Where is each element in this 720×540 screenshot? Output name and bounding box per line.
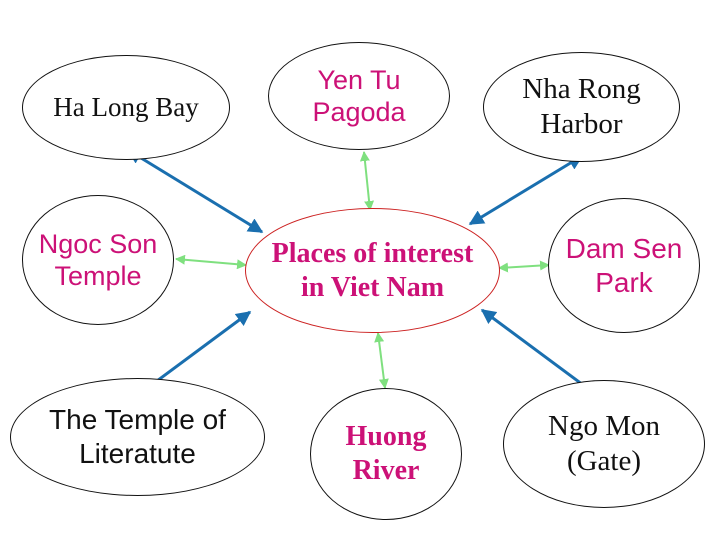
node-dam-sen-park: Dam Sen Park — [548, 198, 700, 333]
link-center-ngocson — [175, 254, 247, 270]
link-center-yentu — [359, 151, 375, 211]
node-ha-long-bay: Ha Long Bay — [22, 55, 230, 160]
node-temple-of-literature: The Temple of Literatute — [10, 378, 265, 496]
link-center-huong — [374, 332, 389, 389]
node-center-places-of-interest: Places of interest in Viet Nam — [245, 208, 500, 333]
link-center-damsen — [498, 260, 550, 273]
node-nha-rong-harbor: Nha Rong Harbor — [483, 52, 680, 162]
node-ngo-mon-gate: Ngo Mon (Gate) — [503, 380, 705, 508]
node-huong-river: Huong River — [310, 388, 462, 520]
node-yen-tu-pagoda: Yen Tu Pagoda — [268, 42, 450, 150]
node-ngoc-son-temple: Ngoc Son Temple — [22, 195, 174, 325]
link-center-halong — [126, 148, 264, 234]
link-center-nharong — [468, 154, 584, 226]
